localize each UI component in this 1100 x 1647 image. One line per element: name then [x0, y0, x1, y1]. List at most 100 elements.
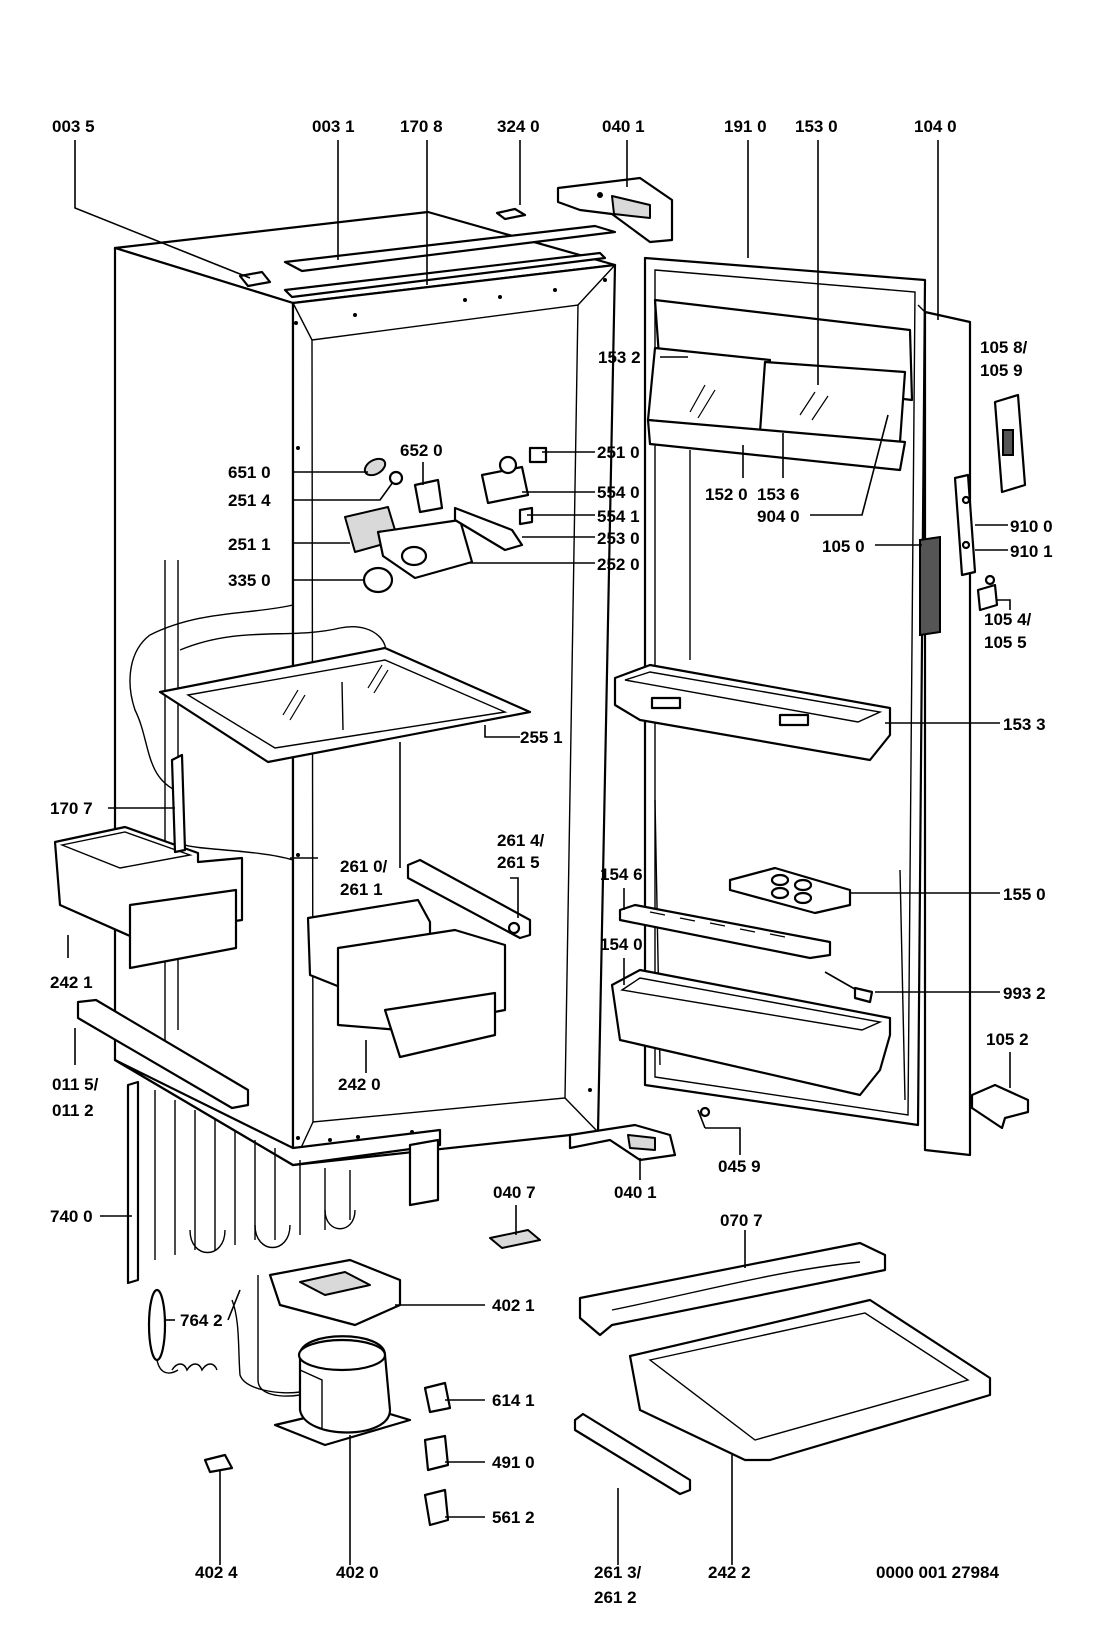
- label-2530: 253 0: [597, 529, 640, 548]
- label-2612: 261 2: [594, 1588, 637, 1607]
- label-0401-bottom: 040 1: [614, 1183, 657, 1202]
- label-1520: 152 0: [705, 485, 748, 504]
- compressor-4020: [273, 1335, 412, 1447]
- label-4910: 491 0: [492, 1453, 535, 1472]
- hinge-cover-1058: [993, 393, 1027, 494]
- label-0401-top: 040 1: [602, 117, 645, 136]
- label-1054: 105 4/: [984, 610, 1032, 629]
- label-1708: 170 8: [400, 117, 443, 136]
- control-rod-2530: [453, 506, 524, 552]
- door-stop-9932: [824, 971, 874, 1004]
- label-3350: 335 0: [228, 571, 271, 590]
- label-1533: 153 3: [1003, 715, 1046, 734]
- label-5541: 554 1: [597, 507, 640, 526]
- label-1550: 155 0: [1003, 885, 1046, 904]
- thermostat-5540: [480, 455, 530, 505]
- door-bin-1533: [613, 663, 892, 762]
- bottle-bin-1540: [610, 968, 892, 1097]
- label-6141: 614 1: [492, 1391, 535, 1410]
- relay-6141: [423, 1381, 452, 1414]
- frame-screw-dots: [294, 278, 607, 1142]
- small-clip-2510: [528, 446, 548, 464]
- label-9100: 910 0: [1010, 517, 1053, 536]
- label-1050: 105 0: [822, 537, 865, 556]
- crisper-bin-2421: [53, 825, 244, 970]
- label-9101: 910 1: [1010, 542, 1053, 561]
- bottle-guard-1546: [618, 903, 832, 960]
- label-2510: 251 0: [597, 443, 640, 462]
- light-cover-2520: [376, 518, 474, 580]
- rear-rail-2614: [406, 858, 532, 940]
- label-1532: 153 2: [598, 348, 641, 367]
- label-2511: 251 1: [228, 535, 271, 554]
- label-2551: 255 1: [520, 728, 563, 747]
- label-2613: 261 3/: [594, 1563, 642, 1582]
- top-clip-3240: [495, 207, 527, 221]
- crisper-drawer-2420: [306, 898, 507, 1059]
- label-0459: 045 9: [718, 1157, 761, 1176]
- condenser-7400: [126, 1080, 440, 1285]
- label-0035: 003 5: [52, 117, 95, 136]
- label-1059: 105 9: [980, 361, 1023, 380]
- pipe-runs: [231, 1275, 301, 1397]
- label-2422: 242 2: [708, 1563, 751, 1582]
- top-clip-0035: [238, 270, 272, 288]
- capacitor-4910: [423, 1434, 450, 1472]
- label-5612: 561 2: [492, 1508, 535, 1527]
- label-9932: 993 2: [1003, 984, 1046, 1003]
- label-0031: 003 1: [312, 117, 355, 136]
- label-2610: 261 0/: [340, 857, 388, 876]
- label-1040: 104 0: [914, 117, 957, 136]
- label-1910: 191 0: [724, 117, 767, 136]
- label-1055: 105 5: [984, 633, 1027, 652]
- hinge-pin-1054: [976, 574, 999, 612]
- label-1536: 153 6: [757, 485, 800, 504]
- label-1530: 153 0: [795, 117, 838, 136]
- top-trim-0031: [283, 224, 617, 299]
- label-1707: 170 7: [50, 799, 93, 818]
- label-5540: 554 0: [597, 483, 640, 502]
- label-0407: 040 7: [493, 1183, 536, 1202]
- freezer-tray-2422: [628, 1298, 992, 1462]
- egg-tray-1550: [728, 866, 852, 915]
- bottom-hinge-1052: [970, 1083, 1030, 1130]
- glass-shelf-2551: [158, 646, 532, 764]
- bottom-hinge-0401: [568, 1123, 677, 1162]
- label-6520: 652 0: [400, 441, 443, 460]
- knob-3350: [362, 566, 394, 594]
- label-3240: 324 0: [497, 117, 540, 136]
- hinge-screw-0459: [697, 1106, 711, 1129]
- label-4024: 402 4: [195, 1563, 238, 1582]
- capillary-7642: [147, 1288, 218, 1374]
- document-id: 0000 001 27984: [876, 1563, 999, 1582]
- rail-2613: [573, 1412, 692, 1496]
- label-2514: 251 4: [228, 491, 271, 510]
- label-0707: 070 7: [720, 1211, 763, 1230]
- label-9040: 904 0: [757, 507, 800, 526]
- label-0112: 011 2: [52, 1101, 94, 1120]
- label-2520: 252 0: [597, 555, 640, 574]
- cover-strip-0707: [578, 1241, 887, 1337]
- part-labels: 003 5 003 1 170 8 324 0 040 1 191 0 153 …: [50, 117, 1053, 1607]
- lamp-ring-2514: [388, 470, 404, 486]
- switch-6520: [413, 478, 444, 514]
- top-hinge: [556, 176, 674, 244]
- label-1540: 154 0: [600, 935, 643, 954]
- mounting-bracket-4021: [268, 1258, 402, 1327]
- label-2615: 261 5: [497, 853, 540, 872]
- front-strip-0115: [76, 998, 250, 1110]
- terminal-5612: [423, 1488, 450, 1527]
- label-7642: 764 2: [180, 1311, 223, 1330]
- label-7400: 740 0: [50, 1207, 93, 1226]
- label-6510: 651 0: [228, 463, 271, 482]
- label-0115: 011 5/: [52, 1075, 99, 1094]
- label-2420: 242 0: [338, 1075, 381, 1094]
- label-1546: 154 6: [600, 865, 643, 884]
- label-2611: 261 1: [340, 880, 383, 899]
- small-clip-5541: [518, 506, 534, 526]
- rear-strip-1707: [170, 753, 187, 854]
- clip-0407: [489, 1229, 541, 1249]
- door-hinge-plates-9100: [953, 473, 977, 577]
- label-1052: 105 2: [986, 1030, 1029, 1049]
